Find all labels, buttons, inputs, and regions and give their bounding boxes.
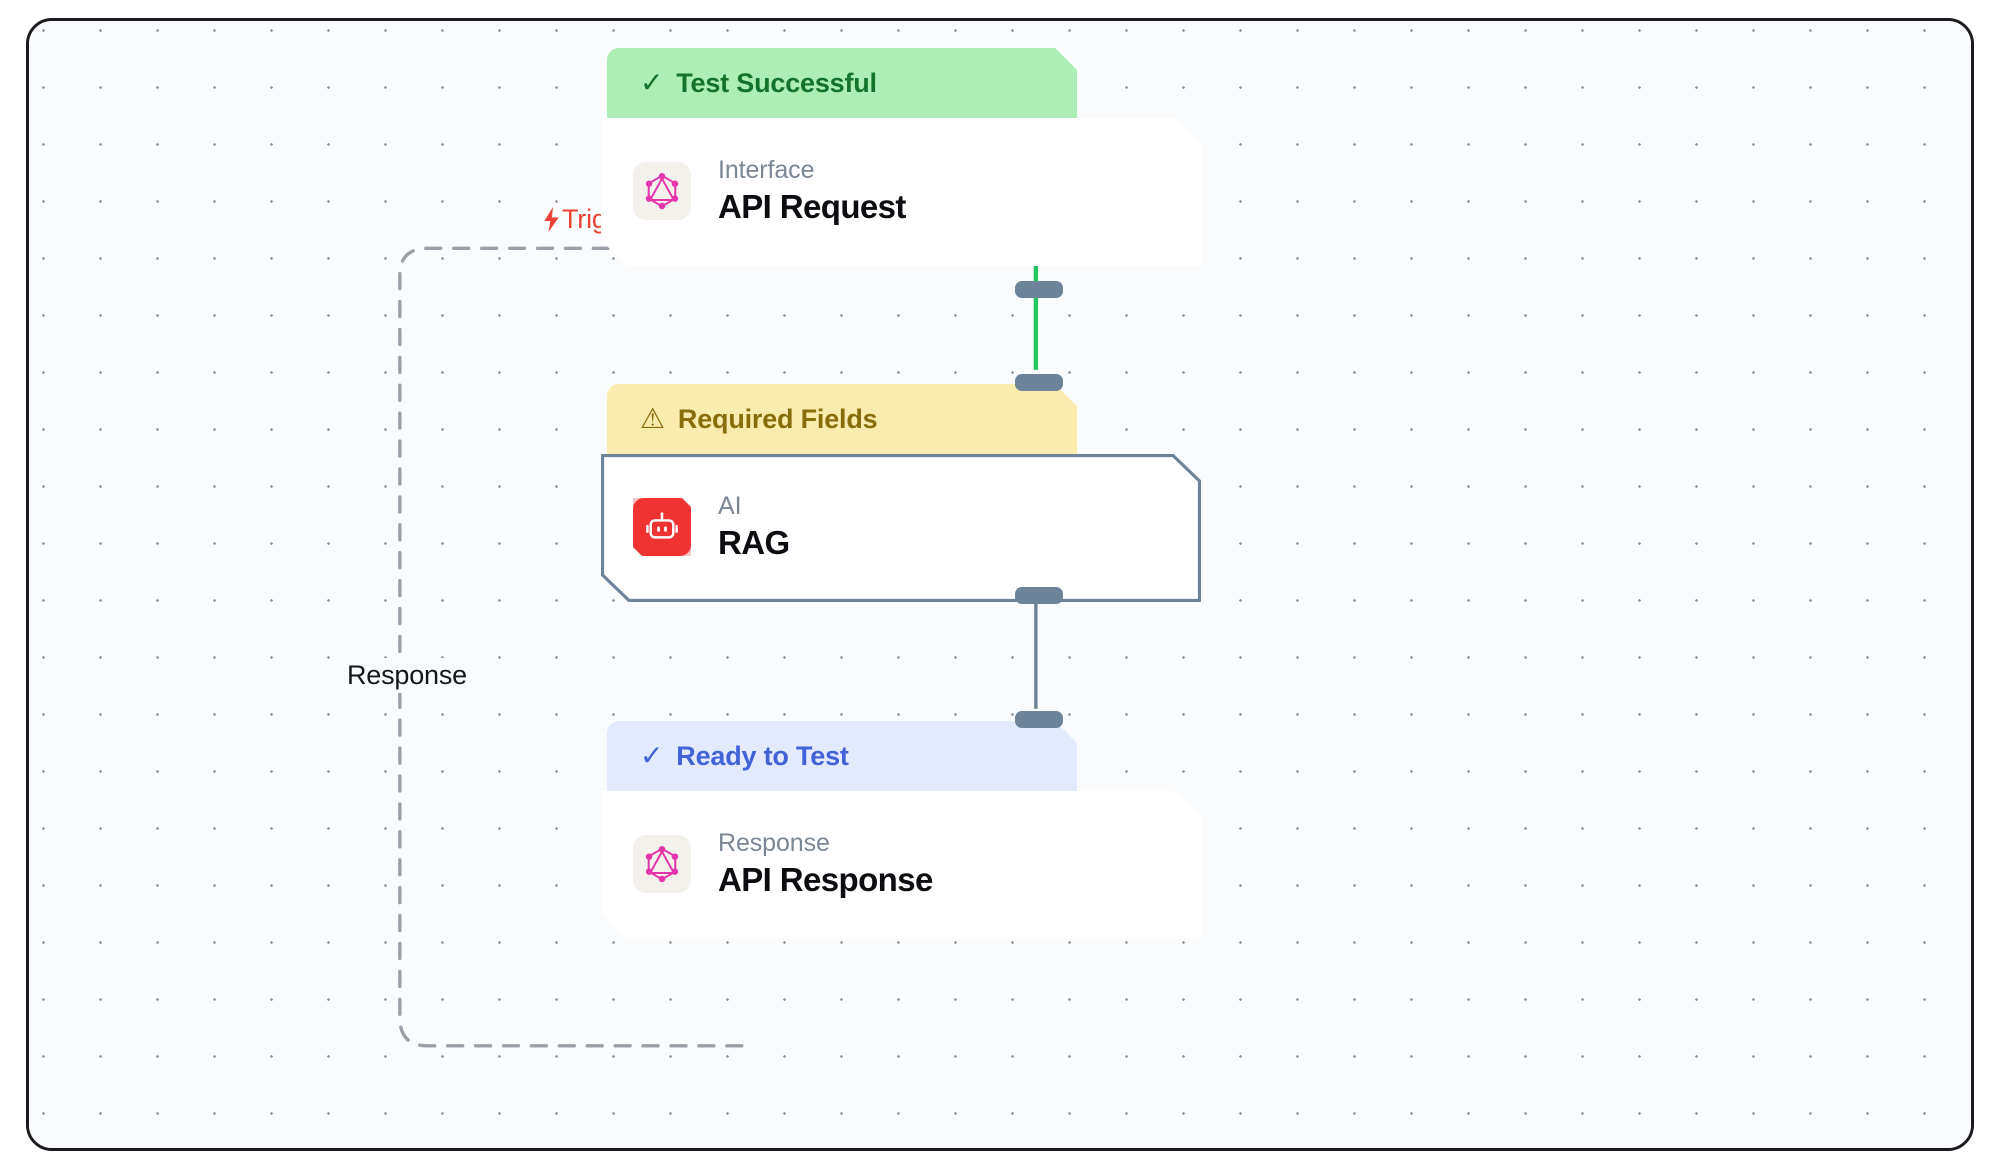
workflow-canvas[interactable]: Trigger Response ✓ Test Successful — [26, 18, 1974, 1151]
node-title: API Request — [718, 188, 906, 225]
status-badge-label: Test Successful — [676, 67, 877, 98]
node-card-api-response[interactable]: Response API Response — [601, 791, 1201, 939]
edge-label-response: Response — [339, 658, 475, 693]
status-badge-label: Required Fields — [677, 403, 878, 434]
graphql-icon — [633, 835, 691, 893]
status-badge-ready-to-test: ✓ Ready to Test — [607, 721, 1077, 791]
lightning-bolt-icon — [544, 207, 559, 232]
node-title: RAG — [718, 524, 790, 561]
node-type-label: Interface — [718, 156, 815, 184]
node-type-label: AI — [718, 492, 742, 520]
node-type-label: Response — [718, 829, 830, 857]
robot-icon — [633, 498, 691, 556]
node-handle-source-rag[interactable] — [1015, 587, 1063, 604]
status-badge-label: Ready to Test — [676, 740, 849, 771]
check-icon: ✓ — [640, 67, 664, 98]
node-title: API Response — [718, 861, 933, 898]
node-api-request[interactable]: ✓ Test Successful — [607, 48, 1201, 298]
status-badge-required-fields: ⚠ Required Fields — [607, 384, 1077, 454]
status-badge-test-successful: ✓ Test Successful — [607, 48, 1077, 118]
node-handle-target-api-response[interactable] — [1015, 711, 1063, 728]
node-handle-source-api-request[interactable] — [1015, 281, 1063, 298]
graphql-icon — [633, 162, 691, 220]
check-icon: ✓ — [640, 740, 664, 771]
node-rag[interactable]: ⚠ Required Fields — [601, 374, 1201, 604]
node-card-api-request[interactable]: Interface API Request — [601, 118, 1201, 266]
node-selection-outline — [601, 454, 1201, 602]
node-handle-target-rag[interactable] — [1015, 374, 1063, 391]
node-card-rag[interactable]: AI RAG — [601, 454, 1201, 602]
warning-triangle-icon: ⚠ — [640, 403, 665, 434]
node-api-response[interactable]: ✓ Ready to Test — [607, 711, 1201, 939]
